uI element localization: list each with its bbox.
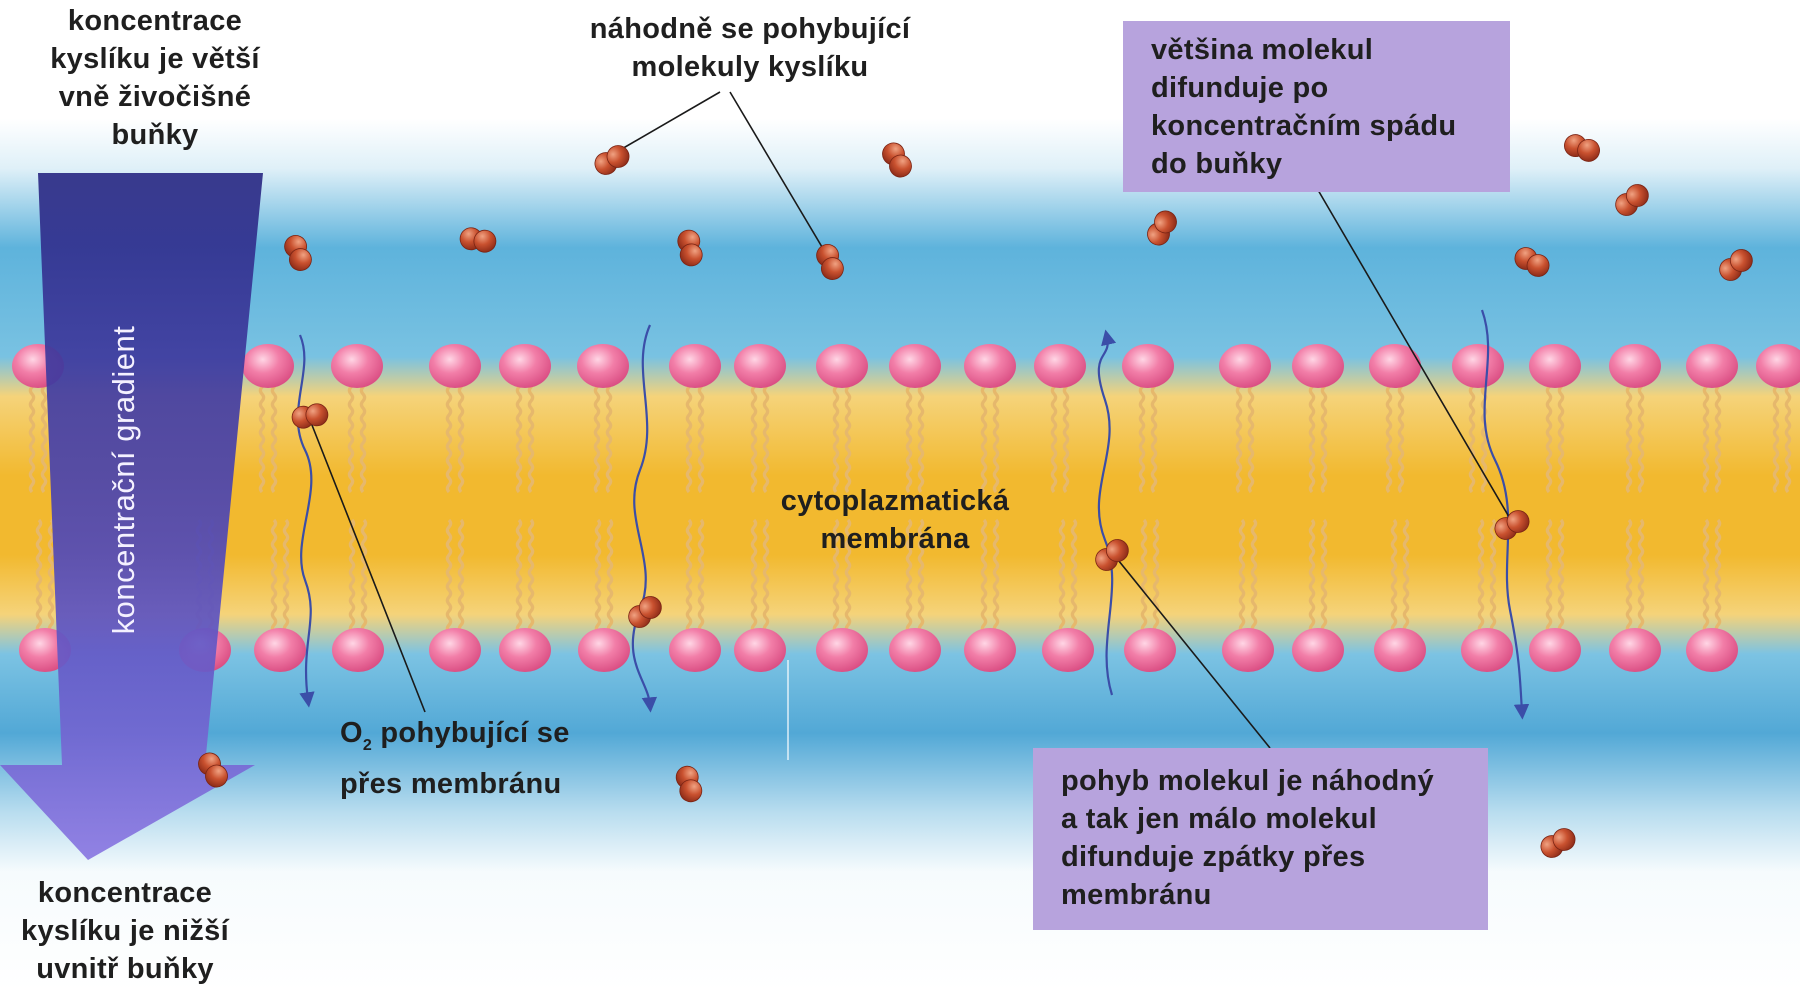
lipid-head [1219, 344, 1271, 388]
lipid-head [254, 628, 306, 672]
lipid-head [577, 344, 629, 388]
label-inside-concentration: koncentrace kyslíku je nižší uvnitř buňk… [0, 874, 250, 988]
lipid-head [242, 344, 294, 388]
label-line: do buňky [1151, 145, 1492, 183]
o2-rest: pohybující se [372, 717, 570, 749]
lipid-head [1042, 628, 1094, 672]
label-line: kyslíku je větší [30, 40, 280, 78]
lipid-head [332, 628, 384, 672]
lipid-head [816, 628, 868, 672]
lipid-head [734, 344, 786, 388]
lipid-head [1686, 628, 1738, 672]
lipid-head [1452, 344, 1504, 388]
box-random-motion: pohyb molekul je náhodný a tak jen málo … [1033, 748, 1488, 930]
label-line: molekuly kyslíku [565, 48, 935, 86]
label-line: přes membránu [340, 765, 600, 803]
lipid-head [964, 344, 1016, 388]
label-line: pohyb molekul je náhodný [1061, 762, 1470, 800]
label-line: koncentrace [30, 2, 280, 40]
lipid-head [578, 628, 630, 672]
label-line: většina molekul [1151, 31, 1492, 69]
lipid-head [1461, 628, 1513, 672]
lipid-head [964, 628, 1016, 672]
lipid-head [1374, 628, 1426, 672]
label-line: koncentračním spádu [1151, 107, 1492, 145]
lipid-head [331, 344, 383, 388]
lipid-head [1124, 628, 1176, 672]
label-line: O2 pohybující se [340, 714, 600, 765]
lipid-head [1292, 344, 1344, 388]
label-line: membránu [1061, 876, 1470, 914]
lipid-head [499, 344, 551, 388]
lipid-head [889, 628, 941, 672]
lipid-head [1529, 628, 1581, 672]
lipid-head [1222, 628, 1274, 672]
lipid-head [1529, 344, 1581, 388]
lipid-head [669, 344, 721, 388]
lipid-head [1609, 628, 1661, 672]
lipid-head [669, 628, 721, 672]
lipid-head [734, 628, 786, 672]
label-line: náhodně se pohybující [565, 10, 935, 48]
label-outside-concentration: koncentrace kyslíku je větší vně živočiš… [30, 2, 280, 154]
lipid-head [1292, 628, 1344, 672]
o2-subscript: 2 [363, 737, 372, 754]
o2-symbol: O [340, 717, 363, 749]
label-line: membrána [755, 520, 1035, 558]
label-line: kyslíku je nižší [0, 912, 250, 950]
lipid-head [1369, 344, 1421, 388]
lipid-head [429, 628, 481, 672]
label-line: difunduje zpátky přes [1061, 838, 1470, 876]
label-random-molecules: náhodně se pohybující molekuly kyslíku [565, 10, 935, 86]
lipid-head [889, 344, 941, 388]
lipid-head [499, 628, 551, 672]
label-line: buňky [30, 116, 280, 154]
lipid-head [816, 344, 868, 388]
label-o2-crossing: O2 pohybující se přes membránu [340, 714, 600, 803]
label-line: difunduje po [1151, 69, 1492, 107]
box-majority-diffuse: většina molekul difunduje po koncentračn… [1123, 21, 1510, 192]
lipid-head [1609, 344, 1661, 388]
label-line: a tak jen málo molekul [1061, 800, 1470, 838]
gradient-label: koncentrační gradient [106, 326, 142, 635]
label-line: vně živočišné [30, 78, 280, 116]
label-line: koncentrace [0, 874, 250, 912]
label-line: uvnitř buňky [0, 950, 250, 988]
lipid-head [429, 344, 481, 388]
lipid-head [1122, 344, 1174, 388]
lipid-head [1034, 344, 1086, 388]
lipid-head [1686, 344, 1738, 388]
label-membrane: cytoplazmatická membrána [755, 482, 1035, 558]
label-line: cytoplazmatická [755, 482, 1035, 520]
